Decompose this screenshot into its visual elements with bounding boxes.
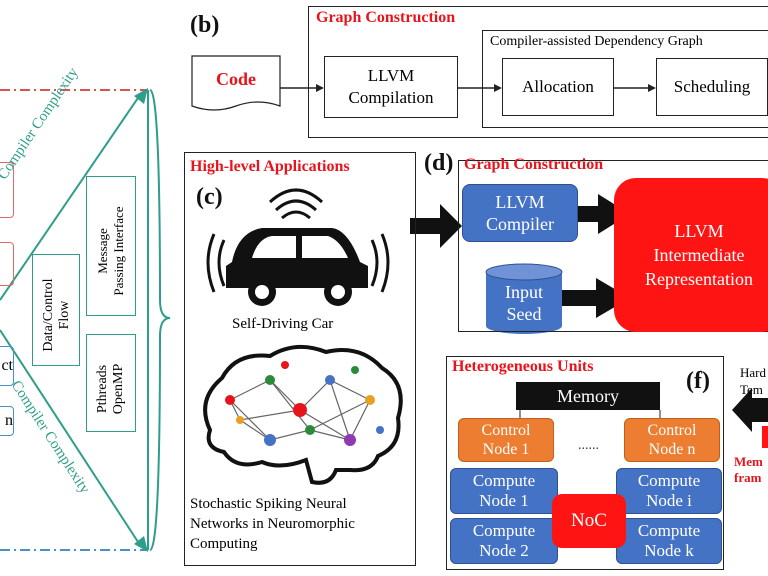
side-red-mark <box>762 426 768 448</box>
input-seed-line1: Input <box>505 282 543 302</box>
brain-label-line3: Computing <box>190 536 258 552</box>
memory-box: Memory <box>516 382 660 410</box>
left-box-4: n <box>0 406 14 436</box>
database-icon <box>485 263 563 334</box>
side-text: Hard Tem <box>740 364 766 398</box>
car-icon <box>206 188 390 306</box>
llvm-ir-line2: Intermediate <box>653 245 745 265</box>
pthreads-label-1: Pthreads <box>95 364 110 414</box>
panel-b-frame <box>308 6 768 138</box>
noc-box: NoC <box>552 494 626 548</box>
control-node-1-line1: Control <box>481 422 531 439</box>
code-label: Code <box>216 68 256 89</box>
control-node-n-line2: Node n <box>648 441 696 458</box>
panel-f-frame <box>446 356 724 570</box>
panel-d-letter: (d) <box>424 150 454 176</box>
control-node-n: Control Node n <box>624 418 720 462</box>
dcf-label-2: Flow <box>57 300 72 330</box>
compute-node-1-line2: Node 1 <box>479 491 529 510</box>
pthreads-label-2: OpenMP <box>111 363 126 415</box>
cadg-title: Compiler-assisted Dependency Graph <box>490 34 703 49</box>
llvm-compiler-box: LLVM Compiler <box>462 184 578 242</box>
control-node-1: Control Node 1 <box>458 418 554 462</box>
side-red-line2: fram <box>734 470 762 485</box>
llvm-compilation-box: LLVM Compilation <box>324 56 458 118</box>
allocation-label: Allocation <box>522 77 594 96</box>
input-seed-label: Input Seed <box>486 278 562 328</box>
compute-node-i-line1: Compute <box>637 471 701 490</box>
input-seed-line2: Seed <box>506 304 542 324</box>
brain-icon <box>203 344 403 485</box>
dcf-label-1: Data/Control <box>41 278 56 352</box>
control-node-n-line1: Control <box>647 422 697 439</box>
panel-d-frame <box>458 160 768 332</box>
brain-label-line1: Stochastic Spiking Neural <box>190 496 347 512</box>
side-text-line1: Hard <box>740 365 766 380</box>
cadg-frame <box>482 30 768 128</box>
dots-label: ...... <box>578 438 599 453</box>
side-red-text: Mem fram <box>734 454 763 486</box>
mpi-label-2: Passing Interface <box>111 206 126 296</box>
llvm-ir-line1: LLVM <box>674 221 724 241</box>
compute-node-i: Compute Node i <box>616 468 722 514</box>
panel-c-letter: (c) <box>196 184 223 210</box>
compute-node-1: Compute Node 1 <box>450 468 558 514</box>
panel-c-title: High-level Applications <box>190 158 350 175</box>
panel-d-title: Graph Construction <box>464 156 604 173</box>
compute-node-1-line1: Compute <box>472 471 536 490</box>
noc-label: NoC <box>571 510 607 531</box>
llvm-compilation-line1: LLVM <box>367 66 415 85</box>
left-label-n: n <box>5 412 13 429</box>
dcf-box: Data/Control Flow <box>32 254 80 366</box>
compute-node-k: Compute Node k <box>616 518 722 564</box>
left-box-2 <box>0 242 14 286</box>
left-box-1 <box>0 162 14 218</box>
llvm-compiler-line2: Compiler <box>486 214 554 234</box>
panel-f-letter: (f) <box>686 368 710 394</box>
compute-node-2-line1: Compute <box>472 521 536 540</box>
pthreads-box: Pthreads OpenMP <box>86 334 136 432</box>
control-node-1-line2: Node 1 <box>482 441 530 458</box>
panel-b-title: Graph Construction <box>316 9 456 26</box>
scheduling-box: Scheduling <box>656 58 768 116</box>
allocation-box: Allocation <box>502 58 614 116</box>
llvm-compiler-line1: LLVM <box>495 192 545 212</box>
brain-label: Stochastic Spiking Neural Networks in Ne… <box>190 494 355 554</box>
panel-f-title: Heterogeneous Units <box>452 358 594 375</box>
panel-c-frame <box>184 152 416 566</box>
memory-label: Memory <box>557 385 619 406</box>
left-label-ct: ct <box>1 357 13 374</box>
llvm-compilation-line2: Compilation <box>348 88 434 107</box>
left-box-3: ct <box>0 346 14 386</box>
compute-node-2-line2: Node 2 <box>479 541 529 560</box>
code-document-shape <box>191 55 281 111</box>
compute-node-k-line2: Node k <box>644 541 694 560</box>
side-text-line2: Tem <box>740 382 763 397</box>
llvm-ir-line3: Representation <box>645 269 753 289</box>
panel-b-letter: (b) <box>190 12 220 38</box>
mpi-label-1: Message <box>95 228 110 274</box>
brain-label-line2: Networks in Neuromorphic <box>190 516 355 532</box>
compute-node-i-line2: Node i <box>646 491 692 510</box>
scheduling-label: Scheduling <box>673 77 751 96</box>
compute-node-2: Compute Node 2 <box>450 518 558 564</box>
llvm-ir-box: LLVM Intermediate Representation <box>614 178 768 332</box>
car-label: Self-Driving Car <box>232 316 334 332</box>
mpi-box: Message Passing Interface <box>86 176 136 316</box>
compute-node-k-line1: Compute <box>637 521 701 540</box>
side-red-line1: Mem <box>734 454 763 469</box>
